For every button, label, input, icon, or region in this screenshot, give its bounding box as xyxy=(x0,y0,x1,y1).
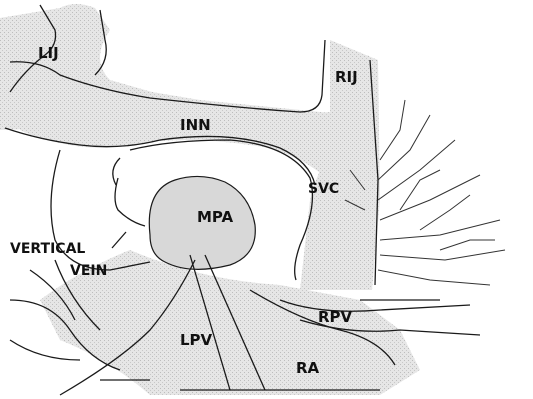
label-vertical: VERTICAL xyxy=(10,241,85,257)
label-lij: LIJ xyxy=(38,44,59,62)
label-lpv: LPV xyxy=(180,331,213,349)
label-rpv: RPV xyxy=(318,308,353,326)
label-rij: RIJ xyxy=(335,68,358,86)
label-svc: SVC xyxy=(308,181,339,197)
label-vein: VEIN xyxy=(70,263,107,279)
label-mpa: MPA xyxy=(197,208,234,226)
label-inn: INN xyxy=(180,116,211,134)
label-ra: RA xyxy=(296,359,320,377)
vertical-vein-pointer xyxy=(112,232,126,248)
